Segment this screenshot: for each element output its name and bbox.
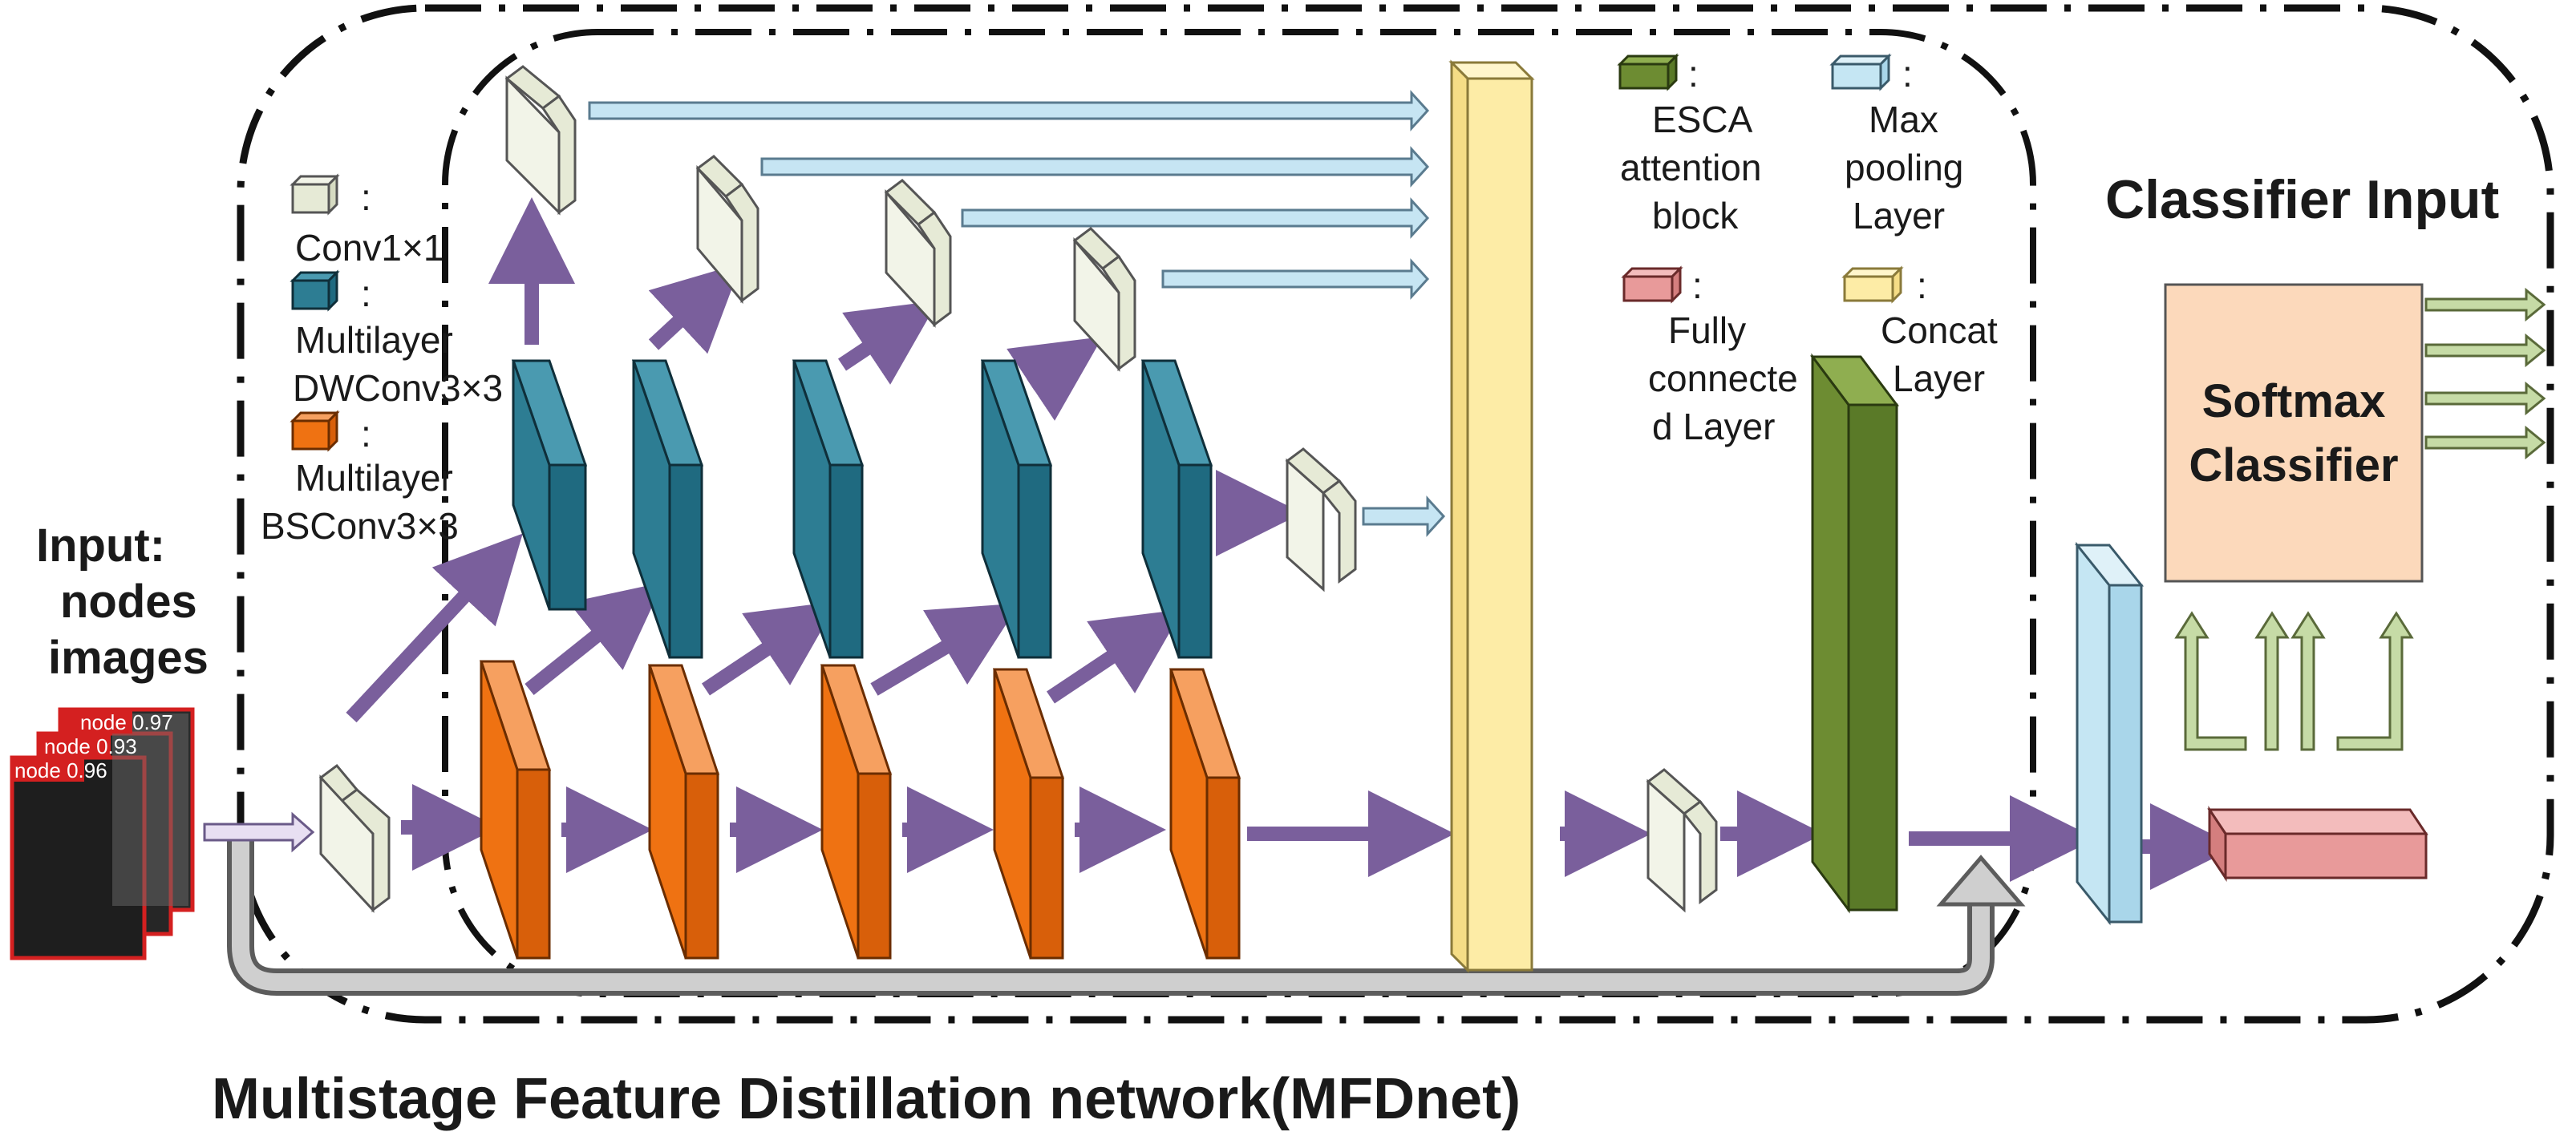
input-label-line2: nodes (60, 576, 197, 628)
classifier-input-arrows (2174, 611, 2414, 751)
legend-bsconv-line1: Multilayer (295, 457, 453, 499)
conv1x1-block-5 (1285, 447, 1357, 592)
dwconv-block-4 (980, 359, 1053, 659)
legend-fc-line2: connecte (1648, 358, 1798, 399)
classifier-output-arrows (2424, 287, 2546, 460)
legend-conv1x1-label: Conv1×1 (295, 227, 444, 269)
dwconv-block-1 (511, 359, 588, 611)
legend-concat-swatch (1841, 265, 1904, 304)
legend-colon-fc: : (1692, 265, 1703, 306)
dwconv-block-2 (631, 359, 704, 659)
dwconv-block-3 (792, 359, 865, 659)
dwconv-blocks (511, 359, 1213, 659)
fully-connected-layer-block (2207, 806, 2428, 882)
legend-concat-line1: Concat (1881, 309, 1998, 351)
bsconv-blocks (479, 660, 1241, 960)
legend-fc-line1: Fully (1668, 309, 1746, 351)
legend-colon-conv: : (361, 176, 371, 218)
conv1x1-block-entry (318, 763, 391, 913)
legend-maxpool-line3: Layer (1853, 195, 1945, 236)
conv1x1-block-1 (504, 65, 577, 216)
legend-concat-line2: Layer (1893, 358, 1985, 399)
legend-fc-line3: d Layer (1652, 406, 1775, 447)
legend-colon-dw: : (361, 273, 371, 314)
conv1x1-block-3 (884, 179, 952, 328)
legend-esca-line2: attention (1620, 147, 1761, 188)
legend-colon-bs: : (361, 413, 371, 455)
conv1x1-blocks (318, 65, 1718, 913)
legend-colon-concat: : (1917, 265, 1927, 306)
legend-dwconv-line2: DWConv3×3 (293, 367, 503, 409)
legend-colon-maxpool: : (1902, 53, 1913, 95)
bsconv-block-2 (647, 664, 720, 960)
bsconv-block-3 (820, 664, 893, 960)
bsconv-block-1 (479, 660, 552, 960)
legend-esca-line1: ESCA (1652, 99, 1753, 140)
detection-label-3: node 0.96 (14, 758, 107, 782)
bsconv-block-5 (1169, 668, 1241, 960)
classifier-input-title: Classifier Input (2105, 169, 2499, 230)
maxpool-layer-block (2074, 541, 2145, 926)
dwconv-block-5 (1140, 359, 1213, 659)
softmax-label-line1: Softmax (2202, 375, 2386, 427)
legend-bsconv-swatch (290, 410, 340, 452)
input-arrow (203, 811, 315, 853)
conv1x1-block-2 (695, 155, 759, 305)
legend-colon-esca: : (1688, 53, 1699, 95)
input-label-line1: Input: (36, 519, 165, 572)
distilled-feature-arrows (588, 90, 1446, 537)
detection-label-1: node 0.97 (80, 710, 173, 734)
input-node-images: node 0.97 node 0.93 node 0.96 (10, 707, 195, 960)
conv1x1-block-4 (1072, 227, 1136, 372)
esca-attention-block (1810, 353, 1899, 914)
bsconv-block-4 (992, 668, 1065, 960)
legend-maxpool-line1: Max (1869, 99, 1938, 140)
legend-bsconv-line2: BSConv3×3 (261, 505, 459, 547)
softmax-label-line2: Classifier (2189, 439, 2398, 491)
legend-left: : Conv1×1 : Multilayer DWConv3×3 : Multi… (261, 173, 503, 547)
skip-arrowhead (1936, 855, 2026, 907)
detection-label-2: node 0.93 (44, 734, 137, 758)
legend-dwconv-line1: Multilayer (295, 319, 453, 361)
legend-maxpool-line2: pooling (1845, 147, 1963, 188)
concat-layer-block (1448, 59, 1535, 973)
legend-conv1x1-swatch (290, 173, 340, 216)
legend-right: : ESCA attention block : Max pooling Lay… (1617, 53, 1998, 447)
diagram-caption: Multistage Feature Distillation network(… (212, 1067, 1521, 1131)
legend-esca-line3: block (1652, 195, 1739, 236)
outer-network-boundary (237, 4, 2554, 1024)
purple-flow-arrows (346, 197, 2237, 890)
legend-esca-swatch (1617, 53, 1679, 91)
conv1x1-block-6 (1646, 768, 1718, 913)
input-label-line3: images (48, 632, 209, 684)
legend-fc-swatch (1621, 265, 1683, 304)
legend-maxpool-swatch (1829, 53, 1892, 91)
softmax-classifier-box (2164, 283, 2424, 583)
legend-dwconv-swatch (290, 269, 340, 312)
